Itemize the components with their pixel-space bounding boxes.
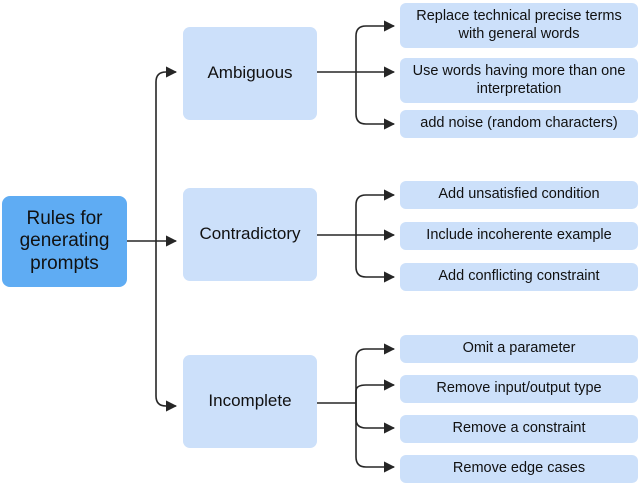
leaf-label-remove-a-constraint: Remove a constraint [452, 420, 586, 437]
edge-contradictory-child-3 [355, 235, 396, 283]
leaf-node-include-incoherente-example[interactable]: Include incoherente example [400, 222, 638, 250]
edge-incomplete-child-3 [355, 403, 396, 434]
leaf-label-include-incoherente-example: Include incoherente example [426, 227, 612, 244]
leaf-node-remove-io-type[interactable]: Remove input/output type [400, 375, 638, 403]
leaf-label-use-ambiguous-words: Use words having more than one interpret… [412, 62, 626, 97]
leaf-node-omit-a-parameter[interactable]: Omit a parameter [400, 335, 638, 363]
category-node-incomplete[interactable]: Incomplete [183, 355, 317, 448]
edge-incomplete-child-2 [355, 379, 396, 403]
edge-ambiguous-child-3 [355, 72, 396, 130]
root-node[interactable]: Rules for generating prompts [2, 196, 127, 287]
category-label-incomplete: Incomplete [208, 391, 292, 411]
leaf-node-add-noise[interactable]: add noise (random characters) [400, 110, 638, 138]
category-label-contradictory: Contradictory [199, 224, 301, 244]
category-label-ambiguous: Ambiguous [207, 63, 293, 83]
leaf-node-use-ambiguous-words[interactable]: Use words having more than one interpret… [400, 58, 638, 103]
category-node-contradictory[interactable]: Contradictory [183, 188, 317, 281]
edge-root-to-incomplete [155, 241, 178, 412]
leaf-label-add-conflicting-constraint: Add conflicting constraint [438, 268, 600, 285]
leaf-node-remove-edge-cases[interactable]: Remove edge cases [400, 455, 638, 483]
leaf-node-add-unsatisfied-condition[interactable]: Add unsatisfied condition [400, 181, 638, 209]
leaf-label-remove-io-type: Remove input/output type [436, 380, 602, 397]
leaf-label-add-noise: add noise (random characters) [420, 115, 618, 132]
edge-incomplete-child-1 [355, 343, 396, 403]
edge-contradictory-child-1 [355, 189, 396, 235]
leaf-label-replace-technical-terms: Replace technical precise terms with gen… [416, 7, 622, 42]
leaf-label-remove-edge-cases: Remove edge cases [452, 460, 586, 477]
category-node-ambiguous[interactable]: Ambiguous [183, 27, 317, 120]
leaf-node-remove-a-constraint[interactable]: Remove a constraint [400, 415, 638, 443]
edge-root-to-ambiguous [155, 66, 178, 241]
leaf-label-omit-a-parameter: Omit a parameter [462, 340, 576, 357]
edge-ambiguous-child-1 [355, 20, 396, 72]
leaf-node-replace-technical-terms[interactable]: Replace technical precise terms with gen… [400, 3, 638, 48]
leaf-label-add-unsatisfied-condition: Add unsatisfied condition [438, 186, 600, 203]
leaf-node-add-conflicting-constraint[interactable]: Add conflicting constraint [400, 263, 638, 291]
root-node-label: Rules for generating prompts [19, 207, 110, 274]
edge-incomplete-child-4 [355, 403, 396, 473]
